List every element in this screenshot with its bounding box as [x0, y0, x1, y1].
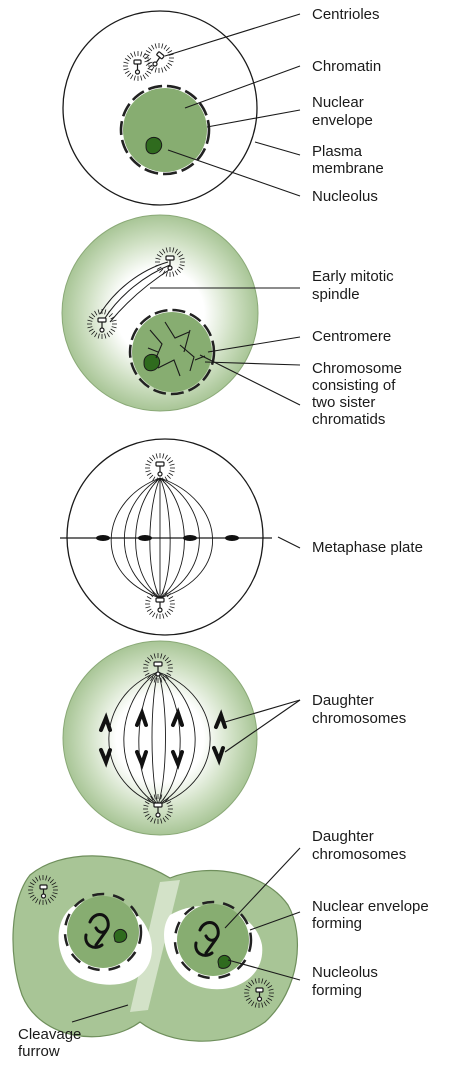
- label-anaphase-daughter-1: Daughter: [312, 692, 374, 709]
- anaphase-cell: [63, 641, 257, 835]
- label-cleavage-1: Cleavage: [18, 1026, 81, 1043]
- label-telophase-daughter-2: chromosomes: [312, 846, 406, 863]
- label-nuclear-envelope-1: Nuclear: [312, 94, 364, 111]
- prophase-nucleus: [132, 312, 212, 392]
- label-chromosome-4: chromatids: [312, 411, 385, 428]
- metaphase-leader: [278, 537, 300, 548]
- prophase-cell: [62, 215, 258, 411]
- label-chromosome-2: consisting of: [312, 377, 395, 394]
- label-chromosome-3: two sister: [312, 394, 375, 411]
- left-nucleolus: [114, 929, 127, 942]
- label-chromosome-1: Chromosome: [312, 360, 402, 377]
- label-spindle-2: spindle: [312, 286, 360, 303]
- label-nuclear-envelope-2: envelope: [312, 112, 373, 129]
- label-spindle-1: Early mitotic: [312, 268, 394, 285]
- label-telophase-daughter-1: Daughter: [312, 828, 374, 845]
- label-nucleolus: Nucleolus: [312, 188, 378, 205]
- label-anaphase-daughter-2: chromosomes: [312, 710, 406, 727]
- metaphase-cell: [60, 439, 272, 635]
- label-centrioles: Centrioles: [312, 6, 380, 23]
- label-envelope-forming-1: Nuclear envelope: [312, 898, 429, 915]
- prophase-nucleolus: [144, 354, 160, 370]
- label-metaphase-plate: Metaphase plate: [312, 539, 423, 556]
- label-plasma-membrane-2: membrane: [312, 160, 384, 177]
- label-nucleolus-forming-1: Nucleolus: [312, 964, 378, 981]
- label-envelope-forming-2: forming: [312, 915, 362, 932]
- interphase-cell: [63, 11, 257, 205]
- label-plasma-membrane-1: Plasma: [312, 143, 362, 160]
- nucleolus: [146, 137, 162, 153]
- right-nucleolus: [218, 955, 231, 968]
- label-nucleolus-forming-2: forming: [312, 982, 362, 999]
- label-chromatin: Chromatin: [312, 58, 381, 75]
- telophase-cell: [13, 856, 297, 1041]
- label-cleavage-2: furrow: [18, 1043, 60, 1060]
- label-centromere: Centromere: [312, 328, 391, 345]
